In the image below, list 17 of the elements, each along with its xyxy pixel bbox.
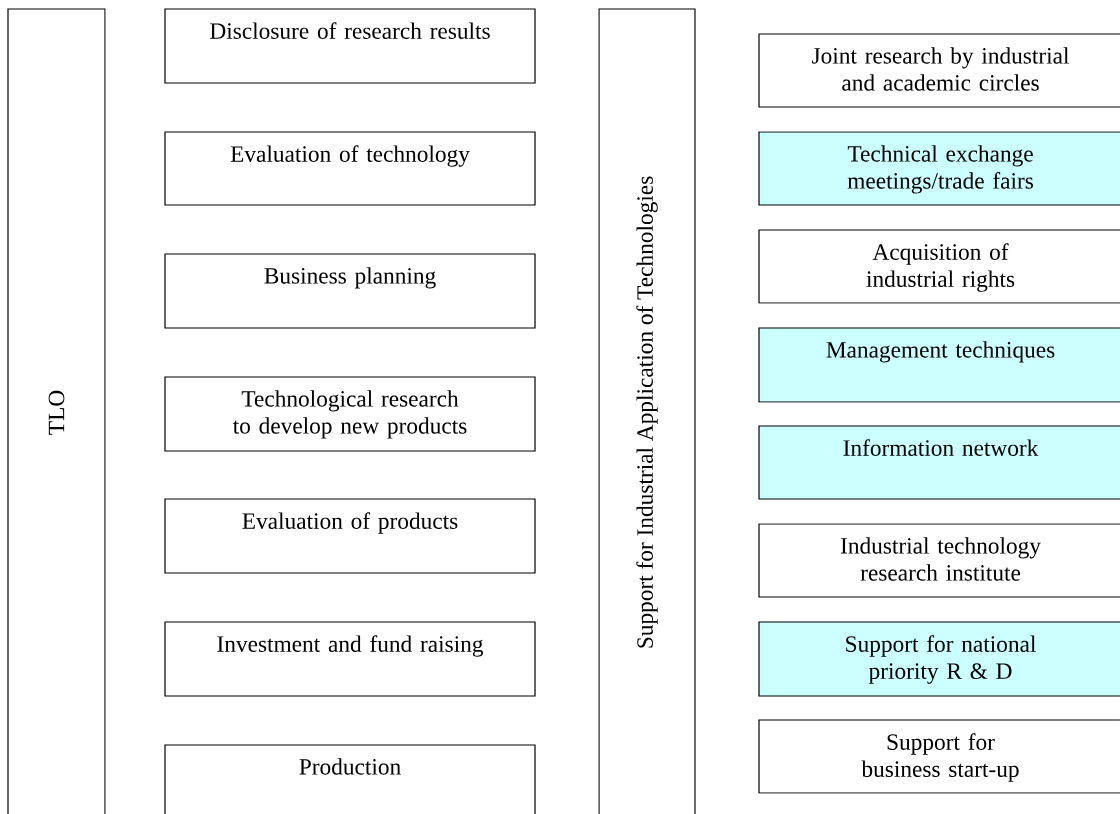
process-box: Management techniques <box>758 327 1120 403</box>
process-box: Joint research by industrial and academic circles <box>758 33 1120 108</box>
process-box: Evaluation of products <box>164 498 536 574</box>
process-box: Acquisition of industrial rights <box>758 229 1120 304</box>
process-box: Evaluation of technology <box>164 131 536 206</box>
process-box: Investment and fund raising <box>164 621 536 697</box>
process-box: Information network <box>758 425 1120 500</box>
vertical-band: TLO <box>7 8 106 814</box>
process-box: Technological research to develop new products <box>164 376 536 452</box>
process-box: Production <box>164 744 536 814</box>
process-box: Technical exchange meetings/trade fairs <box>758 131 1120 206</box>
process-box: Business planning <box>164 253 536 329</box>
process-box: Industrial technology research institute <box>758 523 1120 598</box>
process-box: Support for business start-up <box>758 719 1120 794</box>
process-box: Disclosure of research results <box>164 8 536 84</box>
vertical-band: Support for Industrial Application of Technologies <box>598 8 696 814</box>
process-box: Support for national priority R & D <box>758 621 1120 697</box>
